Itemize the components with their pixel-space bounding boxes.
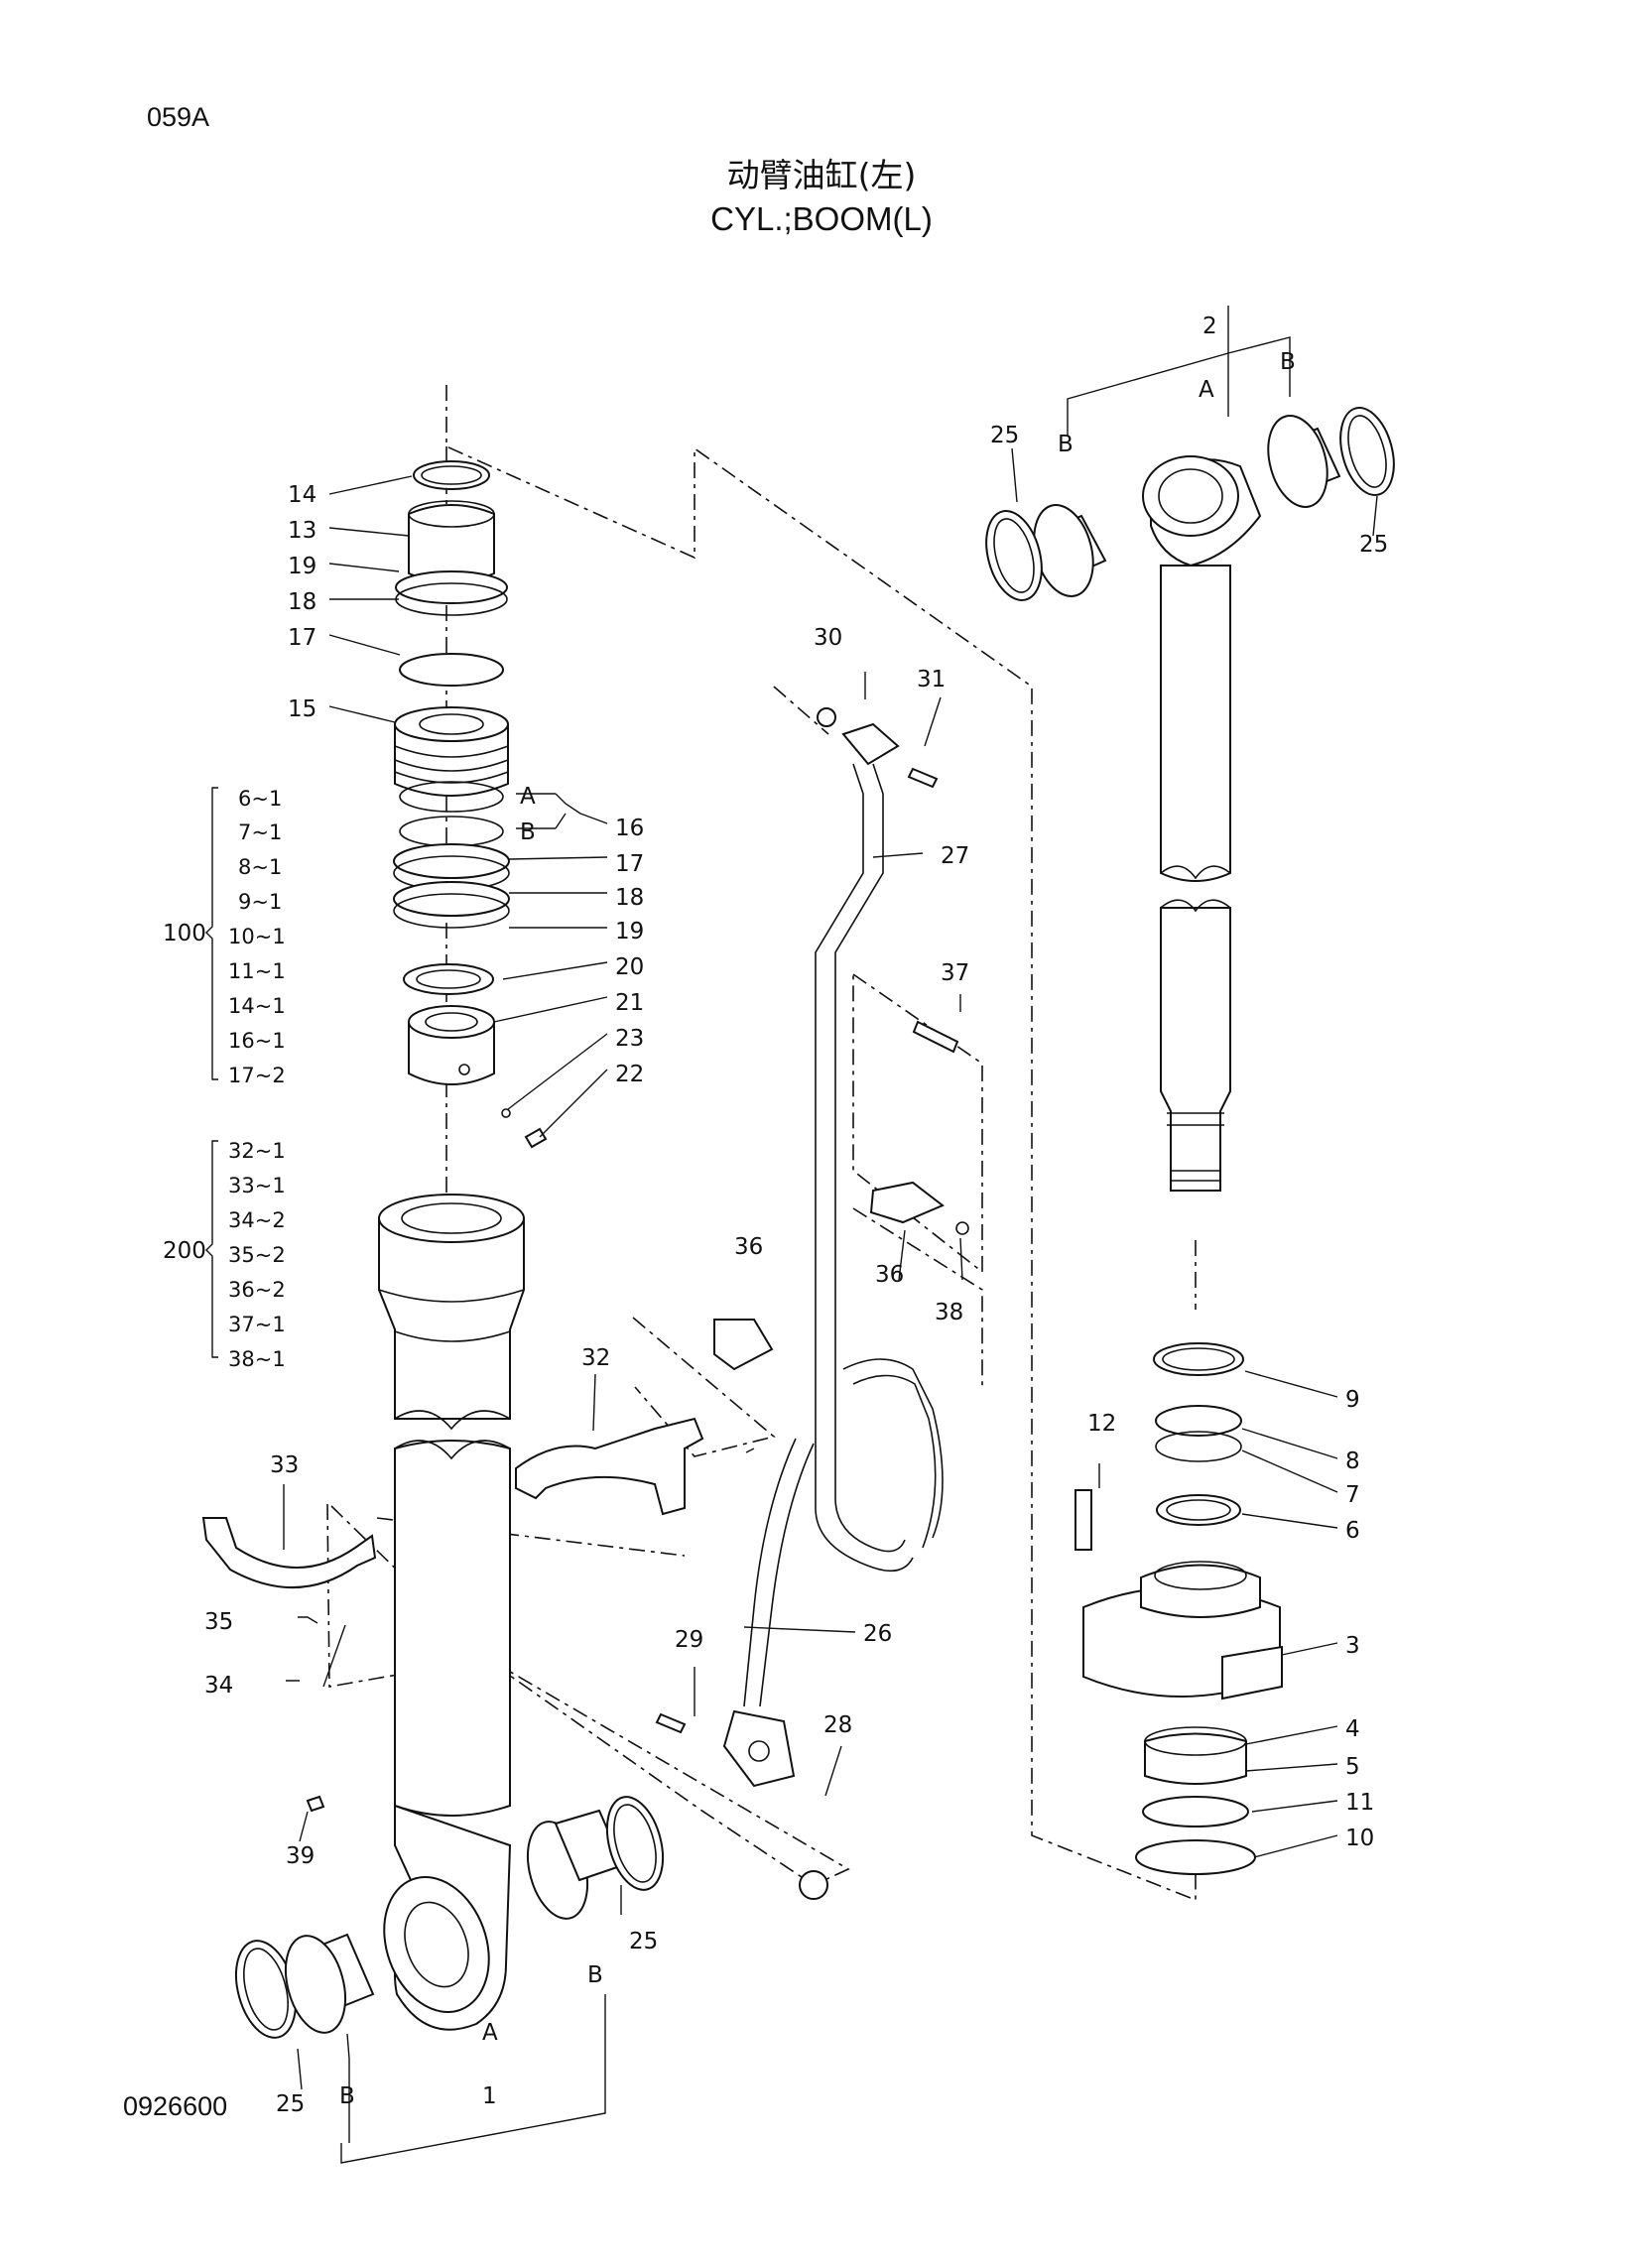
label-28: 28 bbox=[823, 1712, 852, 1738]
label-22: 22 bbox=[615, 1062, 644, 1087]
kit-200-item: 34~2 bbox=[228, 1208, 286, 1232]
kit-100-list: 100 6~1 7~1 8~1 9~1 10~1 11~1 14~1 16~1 … bbox=[163, 787, 286, 1087]
label-11: 11 bbox=[1345, 1790, 1374, 1816]
label-19: 19 bbox=[288, 554, 316, 579]
kit-100-item: 14~1 bbox=[228, 994, 286, 1018]
label-39: 39 bbox=[286, 1843, 315, 1869]
label-21: 21 bbox=[615, 990, 644, 1016]
label-a-piston-seal: A bbox=[520, 784, 536, 810]
kit-100-item: 9~1 bbox=[238, 890, 282, 914]
label-35: 35 bbox=[204, 1609, 233, 1635]
label-b-top-left: B bbox=[1058, 432, 1074, 457]
kit-200-item: 35~2 bbox=[228, 1243, 286, 1267]
label-5: 5 bbox=[1345, 1754, 1360, 1780]
pipes bbox=[655, 707, 959, 1900]
label-36-right: 36 bbox=[875, 1262, 904, 1288]
label-b-piston-seal: B bbox=[520, 819, 536, 845]
label-25-top-left: 25 bbox=[990, 423, 1019, 448]
label-9: 9 bbox=[1345, 1387, 1360, 1413]
label-25-bottom-right: 25 bbox=[629, 1929, 658, 1954]
label-29: 29 bbox=[675, 1627, 703, 1653]
label-17: 17 bbox=[288, 625, 316, 651]
label-10: 10 bbox=[1345, 1826, 1374, 1851]
head-seal-stack bbox=[393, 460, 548, 1149]
label-b-bottom-right: B bbox=[587, 1962, 603, 1988]
label-13: 13 bbox=[288, 518, 316, 544]
label-34: 34 bbox=[204, 1673, 233, 1699]
label-1: 1 bbox=[482, 2083, 497, 2109]
label-36-left: 36 bbox=[734, 1234, 763, 1260]
kit-200-item: 38~1 bbox=[228, 1347, 286, 1371]
kit-brackets bbox=[205, 787, 218, 1358]
kit-200-item: 37~1 bbox=[228, 1313, 286, 1336]
bottom-bushings bbox=[235, 1796, 665, 2039]
label-4: 4 bbox=[1345, 1716, 1360, 1742]
clamps bbox=[201, 1181, 969, 1588]
drawing-number: 0926600 bbox=[123, 2091, 228, 2121]
kit-200-item: 36~2 bbox=[228, 1278, 286, 1302]
label-23: 23 bbox=[615, 1026, 644, 1052]
kit-100-item: 7~1 bbox=[238, 820, 282, 844]
label-12: 12 bbox=[1087, 1411, 1116, 1437]
label-15: 15 bbox=[288, 696, 316, 722]
label-25-bottom-left: 25 bbox=[276, 2091, 305, 2117]
label-3: 3 bbox=[1345, 1633, 1360, 1659]
leader-lines bbox=[283, 306, 1378, 2164]
part-labels: 14 13 19 18 17 15 A B 16 17 18 19 20 21 … bbox=[204, 314, 1388, 2117]
label-8: 8 bbox=[1345, 1449, 1360, 1474]
gland-stack bbox=[1074, 1342, 1283, 1875]
label-33: 33 bbox=[270, 1452, 299, 1478]
kit-200-number: 200 bbox=[163, 1238, 206, 1264]
label-18-right: 18 bbox=[615, 885, 644, 911]
label-b-bottom-left: B bbox=[339, 2083, 355, 2109]
label-37: 37 bbox=[941, 960, 969, 986]
kit-200-list: 200 32~1 33~1 34~2 35~2 36~2 37~1 38~1 bbox=[163, 1139, 286, 1371]
label-18: 18 bbox=[288, 589, 316, 615]
kit-100-item: 6~1 bbox=[238, 787, 282, 811]
label-27: 27 bbox=[941, 843, 969, 869]
label-20: 20 bbox=[615, 954, 644, 980]
label-32: 32 bbox=[581, 1345, 610, 1371]
title-chinese: 动臂油缸(左) bbox=[726, 156, 917, 194]
label-38: 38 bbox=[935, 1300, 963, 1325]
label-a-top: A bbox=[1199, 377, 1214, 403]
kit-100-item: 16~1 bbox=[228, 1029, 286, 1053]
label-b-top-right: B bbox=[1280, 349, 1296, 375]
rod-assembly bbox=[985, 407, 1395, 1192]
cylinder-tube bbox=[306, 1194, 525, 2031]
label-26: 26 bbox=[863, 1621, 892, 1647]
label-17-right: 17 bbox=[615, 851, 644, 877]
label-16: 16 bbox=[615, 816, 644, 841]
kit-100-item: 17~2 bbox=[228, 1064, 286, 1087]
label-30: 30 bbox=[814, 625, 842, 651]
title-english: CYL.;BOOM(L) bbox=[710, 200, 933, 237]
label-14: 14 bbox=[288, 482, 316, 508]
kit-100-item: 8~1 bbox=[238, 855, 282, 879]
kit-100-item: 11~1 bbox=[228, 959, 286, 983]
label-2: 2 bbox=[1202, 314, 1217, 339]
label-31: 31 bbox=[917, 667, 946, 693]
label-25-top-right: 25 bbox=[1359, 532, 1388, 558]
kit-100-number: 100 bbox=[163, 921, 206, 946]
label-7: 7 bbox=[1345, 1482, 1360, 1508]
kit-100-item: 10~1 bbox=[228, 925, 286, 948]
label-a-bottom: A bbox=[482, 2020, 498, 2046]
page-code: 059A bbox=[147, 102, 210, 132]
kit-200-item: 33~1 bbox=[228, 1174, 286, 1197]
label-6: 6 bbox=[1345, 1518, 1360, 1544]
kit-200-item: 32~1 bbox=[228, 1139, 286, 1163]
label-19-right: 19 bbox=[615, 919, 644, 945]
